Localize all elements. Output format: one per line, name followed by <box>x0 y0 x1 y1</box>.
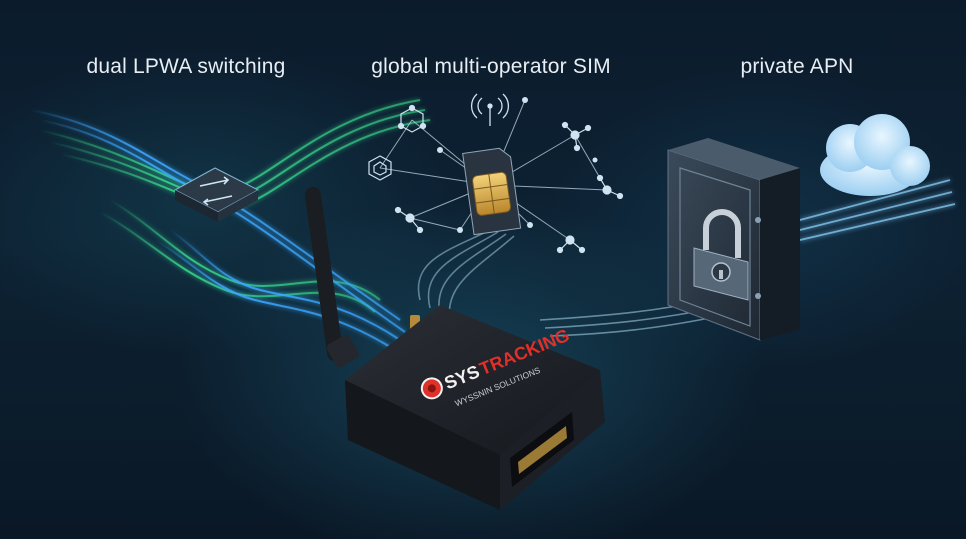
molecule-icon-3 <box>561 121 592 152</box>
blue-data-streams <box>29 109 406 351</box>
cell-tower-icon <box>471 93 509 126</box>
sim-data-streams <box>417 229 515 321</box>
cloud-data-streams <box>799 179 956 241</box>
vault-icon <box>667 138 800 341</box>
caption-dual-lpwa: dual LPWA switching <box>86 55 286 78</box>
molecule-icon-5 <box>556 235 586 254</box>
gem-icon <box>368 155 392 181</box>
caption-private-apn: private APN <box>740 55 854 78</box>
molecule-icon-1 <box>397 104 427 133</box>
caption-global-sim: global multi-operator SIM <box>371 55 611 78</box>
network-switch-icon <box>173 167 260 222</box>
antenna <box>304 186 360 368</box>
network-nodes <box>437 97 598 233</box>
tracker-device <box>345 305 605 510</box>
molecule-icon-2 <box>394 206 424 234</box>
cloud-icon <box>820 114 930 196</box>
sim-card-icon <box>462 147 522 236</box>
device-port <box>510 412 574 487</box>
padlock-icon <box>693 209 749 301</box>
molecule-icon-4 <box>596 174 624 200</box>
